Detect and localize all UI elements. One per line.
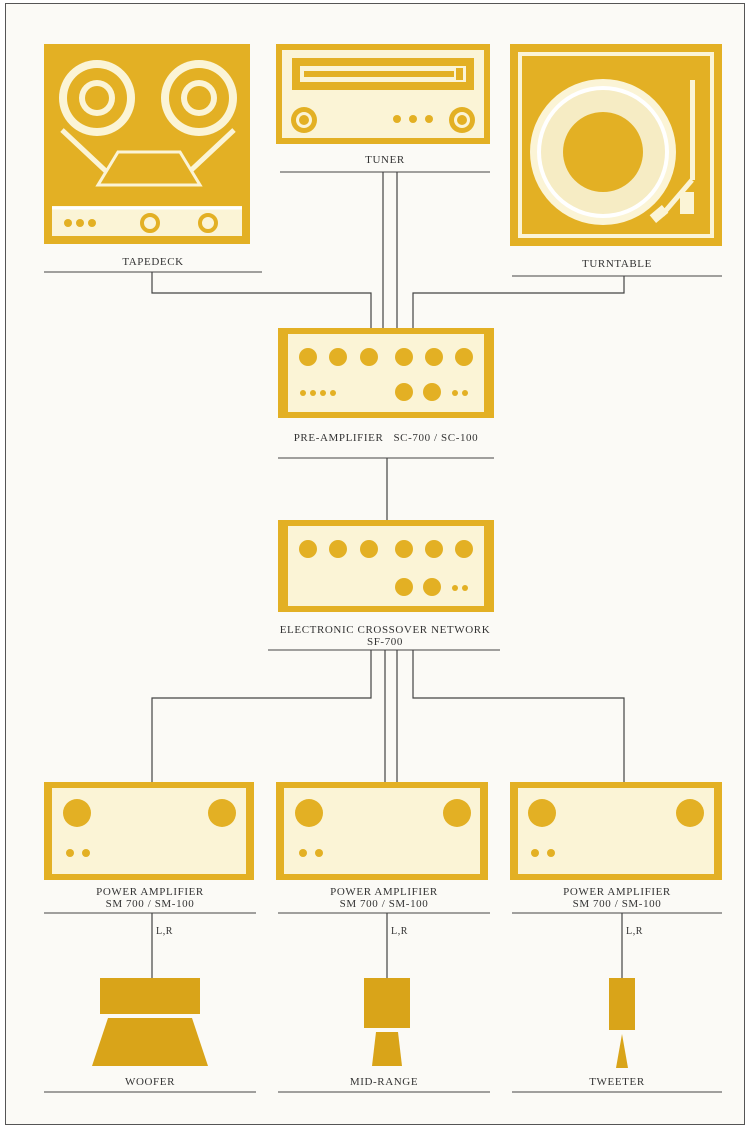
signal-wires	[151, 172, 625, 978]
tweeter-label: TWEETER	[589, 1076, 645, 1088]
crossover-name-label: ELECTRONIC CROSSOVER NETWORK	[279, 624, 491, 636]
power-amplifier-3-illustration	[510, 782, 722, 880]
tapedeck-illustration	[44, 44, 250, 244]
tuner-illustration	[276, 44, 490, 144]
power-amplifier-2-name: POWER AMPLIFIER	[330, 886, 438, 898]
woofer-illustration	[92, 978, 208, 1066]
mid-range-illustration	[364, 978, 410, 1066]
tweeter-illustration	[609, 978, 635, 1068]
tapedeck-label: TAPEDECK	[122, 256, 184, 268]
power-amplifier-2-model: SM 700 / SM-100	[339, 898, 429, 910]
mid-range-label: MID-RANGE	[349, 1076, 419, 1088]
pre-amplifier-label: PRE-AMPLIFIER SC-700 / SC-100	[293, 432, 479, 444]
woofer-channel-label: L,R	[156, 926, 174, 937]
crossover-illustration	[278, 520, 494, 612]
power-amplifier-3-name: POWER AMPLIFIER	[563, 886, 671, 898]
power-amplifier-2-illustration	[276, 782, 488, 880]
turntable-label: TURNTABLE	[582, 258, 652, 270]
power-amplifier-1-illustration	[44, 782, 254, 880]
power-amplifier-1-model: SM 700 / SM-100	[105, 898, 195, 910]
woofer-label: WOOFER	[124, 1076, 176, 1088]
tweeter-channel-label: L,R	[626, 926, 644, 937]
power-amplifier-3-model: SM 700 / SM-100	[572, 898, 662, 910]
power-amplifier-1-name: POWER AMPLIFIER	[96, 886, 204, 898]
mid-range-channel-label: L,R	[391, 926, 409, 937]
pre-amplifier-illustration	[278, 328, 494, 418]
crossover-model-label: SF-700	[367, 636, 403, 648]
label-underlines	[44, 171, 722, 1093]
turntable-illustration	[510, 44, 722, 246]
tuner-label: TUNER	[365, 154, 405, 166]
